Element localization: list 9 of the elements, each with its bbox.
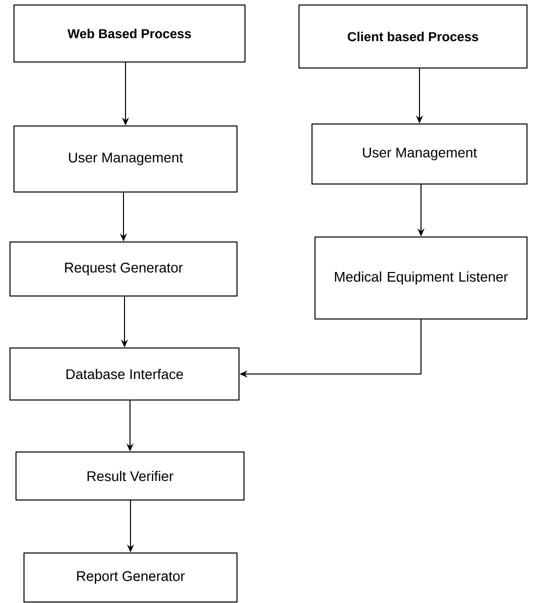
process-box: User Management	[312, 124, 528, 184]
process-box: User Management	[14, 126, 238, 192]
process-box: Database Interface	[10, 348, 240, 400]
process-box: Web Based Process	[14, 4, 246, 62]
process-box: Client based Process	[298, 4, 528, 68]
process-box: Medical Equipment Listener	[314, 236, 528, 320]
process-box: Result Verifier	[16, 452, 244, 500]
process-box: Report Generator	[24, 552, 238, 602]
process-box: Request Generator	[10, 242, 238, 296]
